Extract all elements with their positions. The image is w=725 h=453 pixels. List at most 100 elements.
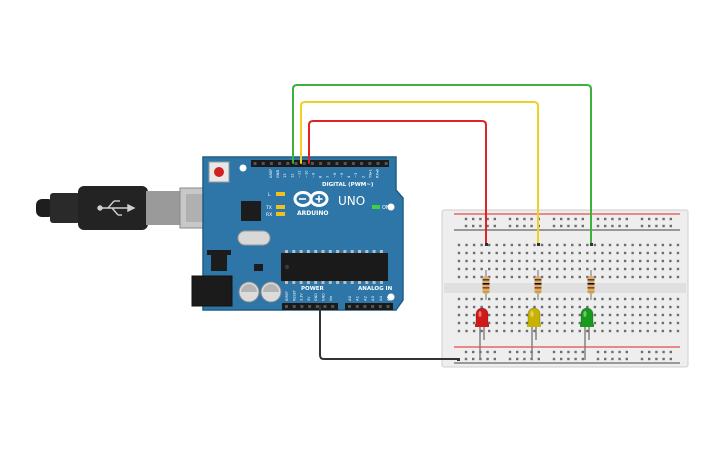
breadboard-hole: [560, 217, 563, 221]
power-label: POWER: [301, 286, 325, 292]
reset-button[interactable]: [208, 161, 230, 183]
breadboard-hole: [510, 259, 514, 263]
breadboard-hole: [623, 329, 627, 333]
breadboard-hole: [601, 321, 604, 325]
pin-label: 3.3V: [300, 293, 304, 301]
breadboard-hole: [639, 305, 642, 309]
breadboard-hole: [578, 329, 581, 333]
pin-label: TX▸1: [368, 169, 372, 179]
bottom-header-pins: [285, 305, 390, 308]
led-highlight: [583, 311, 587, 317]
mounting-hole: [239, 164, 247, 172]
breadboard-hole: [648, 357, 651, 361]
pin-label: A2: [362, 295, 367, 301]
breadboard-hole: [548, 313, 551, 317]
breadboard-hole: [669, 357, 672, 361]
breadboard-hole: [533, 251, 536, 255]
breadboard-hole: [488, 297, 491, 301]
wire-ground[interactable]: [319, 305, 459, 360]
breadboard[interactable]: [441, 209, 689, 368]
breadboard-hole: [631, 267, 634, 271]
breadboard-hole: [472, 217, 475, 221]
dc-power-jack[interactable]: [191, 275, 233, 307]
pin-label: RX◂0: [376, 168, 380, 178]
breadboard-hole: [472, 243, 476, 247]
breadboard-hole: [495, 259, 498, 263]
chip-pin: [299, 250, 303, 253]
breadboard-hole: [608, 275, 612, 279]
resistor-band: [482, 291, 490, 293]
breadboard-hole: [593, 329, 597, 333]
breadboard-hole: [669, 350, 672, 354]
breadboard-hole: [533, 329, 536, 333]
breadboard-hole: [586, 305, 589, 309]
resistor[interactable]: [534, 270, 542, 300]
breadboard-hole: [457, 313, 461, 317]
wire-green[interactable]: [292, 84, 592, 245]
breadboard-hole: [457, 259, 461, 263]
led-on-label: ON: [382, 205, 390, 211]
breadboard-hole: [676, 321, 680, 325]
breadboard-hole: [654, 321, 657, 325]
breadboard-hole: [525, 251, 529, 255]
breadboard-hole: [472, 267, 476, 271]
header-pin: [292, 305, 296, 308]
breadboard-hole: [548, 251, 551, 255]
breadboard-hole: [646, 313, 649, 317]
header-pin: [355, 305, 359, 308]
wire-yellow[interactable]: [300, 101, 539, 245]
breadboard-hole: [560, 350, 563, 354]
breadboard-hole: [662, 357, 665, 361]
regulator-tab: [207, 250, 231, 255]
breadboard-hole: [662, 224, 665, 228]
breadboard-hole: [618, 224, 621, 228]
breadboard-hole: [503, 251, 506, 255]
breadboard-hole: [661, 275, 665, 279]
breadboard-hole: [586, 243, 589, 247]
green-led[interactable]: [580, 307, 594, 360]
header-pin: [294, 162, 298, 165]
breadboard-hole: [676, 297, 680, 301]
red-led[interactable]: [475, 307, 489, 360]
breadboard-hole: [563, 251, 566, 255]
breadboard-hole: [480, 267, 483, 271]
breadboard-hole: [616, 243, 619, 247]
analog-header[interactable]: [345, 303, 393, 310]
breadboard-hole: [533, 297, 536, 301]
breadboard-hole: [639, 313, 642, 317]
breadboard-hole: [608, 305, 612, 309]
breadboard-hole: [480, 275, 483, 279]
breadboard-hole: [648, 350, 651, 354]
resistor-band: [534, 283, 542, 285]
breadboard-hole: [639, 275, 642, 279]
wires[interactable]: [292, 84, 593, 361]
pin-label: 8: [319, 175, 323, 178]
breadboard-hole: [457, 321, 461, 325]
wire-red[interactable]: [308, 120, 487, 245]
resistor[interactable]: [482, 270, 490, 300]
resistor[interactable]: [587, 270, 595, 300]
breadboard-hole: [555, 297, 559, 301]
breadboard-hole: [495, 243, 498, 247]
chip-pin: [321, 250, 325, 253]
breadboard-hole: [571, 321, 574, 325]
breadboard-hole: [669, 267, 672, 271]
header-pin: [348, 305, 351, 308]
breadboard-hole: [540, 305, 544, 309]
breadboard-hole: [567, 217, 570, 221]
breadboard-hole: [480, 251, 483, 255]
breadboard-hole: [571, 259, 574, 263]
breadboard-hole: [586, 297, 589, 301]
yellow-led[interactable]: [527, 307, 541, 360]
breadboard-hole: [654, 313, 657, 317]
wire-end: [590, 243, 593, 246]
breadboard-hole: [510, 305, 514, 309]
leds[interactable]: [475, 307, 594, 360]
breadboard-hole: [601, 297, 604, 301]
resistors[interactable]: [482, 270, 595, 300]
breadboard-hole: [578, 243, 581, 247]
breadboard-hole: [648, 224, 651, 228]
